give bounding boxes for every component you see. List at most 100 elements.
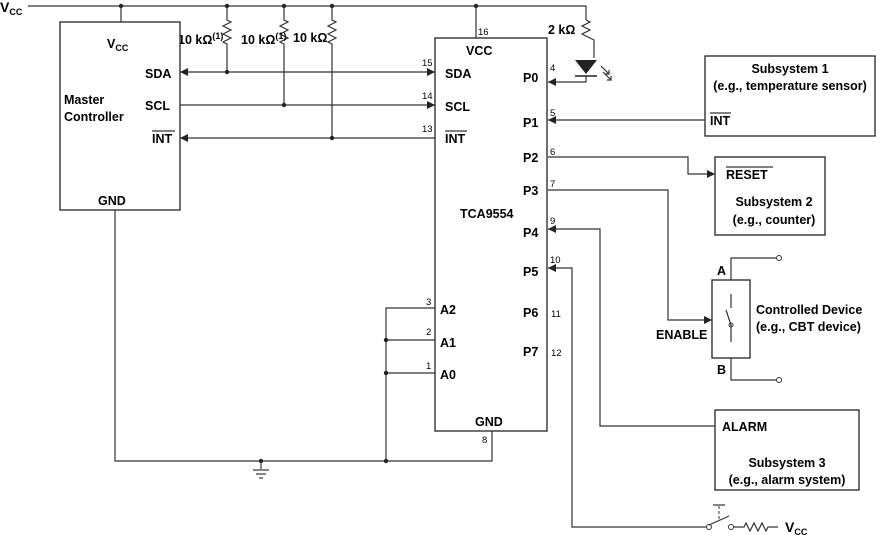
chip-gnd-label: GND: [475, 415, 503, 429]
led-wire: [548, 76, 587, 83]
subsystem2-box: [714, 156, 826, 236]
svg-text:VCC: VCC: [0, 0, 23, 17]
p4-wire: [548, 228, 715, 427]
p1-arrow: [548, 116, 556, 124]
p0-arrow: [548, 78, 556, 86]
subsystem3-box: [714, 409, 860, 491]
p5-arrow: [548, 264, 556, 272]
chip-pin-num-12: 12: [551, 348, 562, 359]
subsystem2-desc: (e.g., counter): [733, 213, 816, 227]
chip-pin-p1: P1: [523, 116, 538, 130]
junction-dot: [329, 135, 335, 141]
device-a-wire: [730, 257, 776, 280]
chip-pin-sda: SDA: [445, 67, 471, 81]
vcc-rail: [28, 5, 587, 20]
chip-pin-p5: P5: [523, 265, 538, 279]
subsystem1-title: Subsystem 1: [751, 62, 828, 76]
p4-arrow: [548, 225, 556, 233]
chip-pin-num-5: 5: [550, 108, 555, 119]
master-controller-box: [59, 21, 181, 211]
chip-pin-p6: P6: [523, 306, 538, 320]
master-gnd-label: GND: [98, 194, 126, 208]
master-title-2: Controller: [64, 110, 124, 124]
subsystem1-int-label: INT: [710, 114, 731, 128]
vcc-top-main: V: [0, 0, 10, 15]
p3-wire: [548, 189, 712, 321]
chip-pin-num-14: 14: [422, 91, 433, 102]
subsystem3-title: Subsystem 3: [748, 456, 825, 470]
resistor-label-1: 10 kΩ(1): [178, 31, 223, 47]
chip-gnd-pin: 8: [482, 435, 487, 446]
subsystem3-alarm-label: ALARM: [722, 420, 767, 434]
int-arrow: [180, 134, 188, 142]
junction-dot: [383, 337, 389, 343]
vcc-top-label: VCC: [0, 0, 23, 17]
subsystem2-title: Subsystem 2: [735, 195, 812, 209]
junction-dot: [281, 102, 287, 108]
master-sda-label: SDA: [145, 67, 171, 81]
chip-name: TCA9554: [460, 207, 514, 221]
vcc-top-sub: CC: [9, 7, 22, 17]
device-b-wire: [730, 358, 776, 381]
master-scl-label: SCL: [145, 99, 170, 113]
resistor-label-2: 10 kΩ(1): [241, 31, 286, 47]
switch-vcc-label: VCC: [785, 519, 808, 535]
device-a-terminal: [776, 255, 782, 261]
chip-pin-num-2: 2: [426, 327, 431, 338]
chip-pin-scl: SCL: [445, 100, 470, 114]
subsystem1-box: [704, 55, 876, 137]
pushbutton-icon: [706, 504, 734, 530]
chip-pin-num-1: 1: [426, 361, 431, 372]
junction-dot: [383, 458, 389, 464]
device-desc: (e.g., CBT device): [756, 320, 861, 334]
p3-arrow: [704, 316, 712, 324]
chip-pin-num-3: 3: [426, 297, 431, 308]
device-enable-label: ENABLE: [656, 328, 707, 342]
chip-pin-num-6: 6: [550, 147, 555, 158]
pullup-resistor-int: [326, 6, 338, 138]
switch-icon: [725, 294, 734, 342]
p5-wire: [548, 267, 706, 528]
pullup-resistor-scl: [278, 6, 290, 105]
subsystem3-desc: (e.g., alarm system): [729, 473, 846, 487]
chip-pin-num-11: 11: [551, 309, 561, 320]
device-b-label: B: [717, 363, 726, 377]
chip-pin-a1: A1: [440, 336, 456, 350]
chip-pin-num-9: 9: [550, 216, 555, 227]
scl-arrow: [427, 101, 435, 109]
tca9554-chip-box: [434, 37, 548, 432]
led-icon: [575, 60, 612, 81]
sda-arrow-right: [427, 68, 435, 76]
ground-icon: [253, 461, 269, 479]
subsystem1-desc: (e.g., temperature sensor): [713, 79, 867, 93]
chip-pin-p4: P4: [523, 226, 538, 240]
chip-pin-num-4: 4: [550, 63, 555, 74]
p2-arrow: [707, 170, 715, 178]
junction-dot: [224, 69, 230, 75]
chip-pin-a2: A2: [440, 303, 456, 317]
chip-pin-num-13: 13: [422, 124, 433, 135]
chip-pin-p7: P7: [523, 345, 538, 359]
a2-wire: [385, 307, 435, 461]
resistor-label-3: 10 kΩ: [293, 31, 327, 45]
chip-pin-p0: P0: [523, 71, 538, 85]
chip-pin-p3: P3: [523, 184, 538, 198]
device-b-terminal: [776, 377, 782, 383]
resistor-label-4: 2 kΩ: [548, 23, 575, 37]
junction-dot: [383, 370, 389, 376]
pushbutton-resistor: [733, 521, 778, 533]
subsystem2-reset-label: RESET: [726, 168, 768, 182]
master-vcc-label: VCC: [107, 37, 129, 53]
p2-wire: [548, 156, 715, 175]
master-title-1: Master: [64, 93, 104, 107]
chip-pin-p2: P2: [523, 151, 538, 165]
chip-pin-num-15: 15: [422, 58, 433, 69]
controlled-device-box: [711, 279, 751, 359]
chip-pin-num-10: 10: [550, 255, 561, 266]
device-a-label: A: [717, 264, 726, 278]
device-title: Controlled Device: [756, 303, 862, 317]
master-int-label: INT: [152, 132, 173, 146]
chip-pin-num-7: 7: [550, 179, 555, 190]
chip-pin-a0: A0: [440, 368, 456, 382]
chip-vcc-pin: 16: [478, 27, 489, 38]
